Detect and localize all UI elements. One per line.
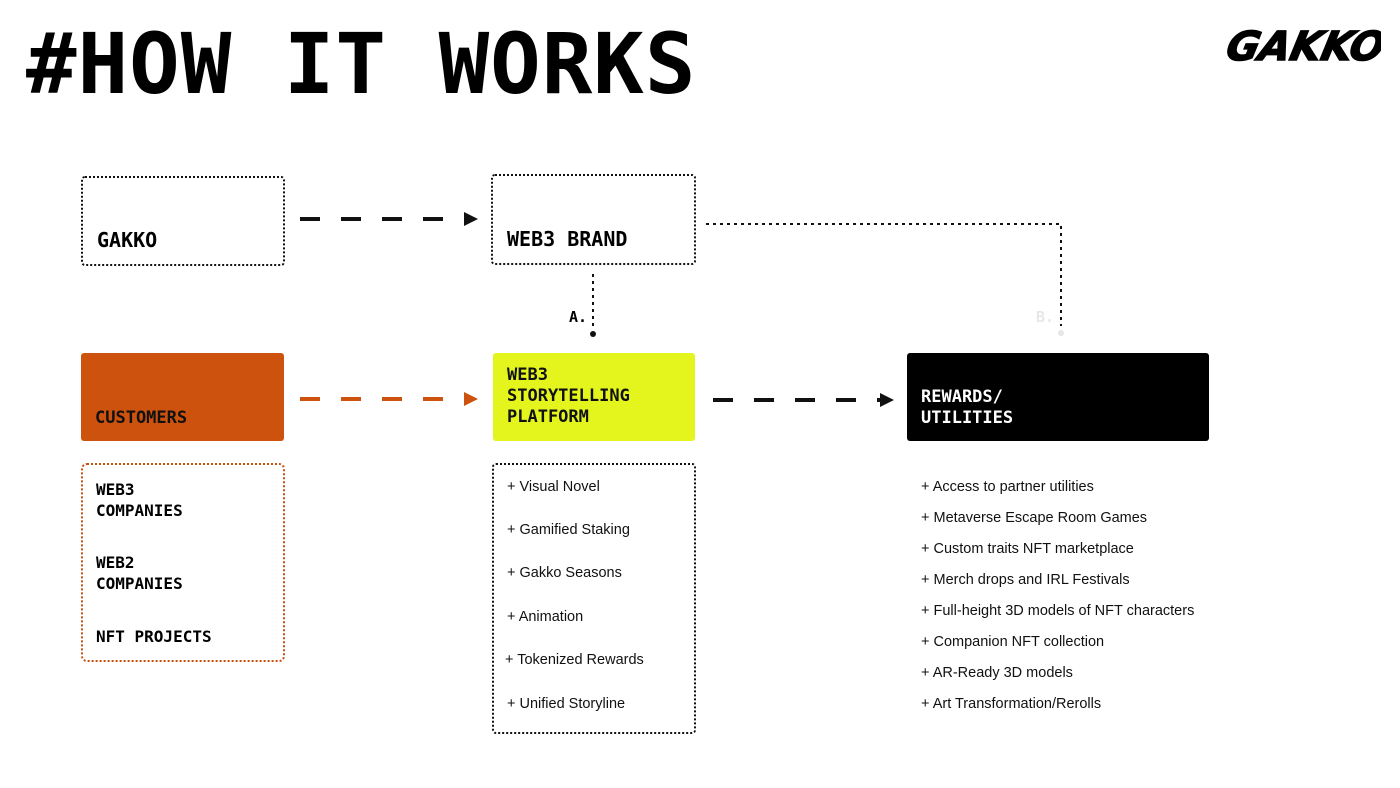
platform-node-label: WEB3 STORYTELLING PLATFORM [507,365,630,427]
platform-node: WEB3 STORYTELLING PLATFORM [493,353,695,441]
rewards-list-item: + Art Transformation/Rerolls [921,696,1102,712]
rewards-list-item: + AR-Ready 3D models [921,665,1073,681]
platform-features-box [492,463,696,734]
customers-node: CUSTOMERS [81,353,284,441]
customers-list-item: NFT PROJECTS [96,627,212,646]
customers-list-item: WEB3 COMPANIES [96,480,183,520]
step-label-b: B. [1036,308,1055,326]
rewards-list-item: + Companion NFT collection [921,634,1105,650]
arrowhead-gakko-to-brand [464,212,478,226]
rewards-list-item: + Access to partner utilities [921,479,1094,495]
arrowhead-platform-to-rewards [880,393,894,407]
arrowhead-customers-to-platform [464,392,478,406]
platform-feature-item: + Gakko Seasons [507,565,622,581]
customers-node-label: CUSTOMERS [95,408,188,428]
page-title: #HOW IT WORKS [26,15,697,113]
gakko-node-label: GAKKO [97,228,158,252]
platform-feature-item: + Gamified Staking [507,522,630,538]
platform-feature-item: + Animation [507,609,584,625]
rewards-node: REWARDS/ UTILITIES [907,353,1209,441]
rewards-list-item: + Metaverse Escape Room Games [921,510,1148,526]
customers-list-box [81,463,285,662]
gakko-logo: GAKKO [1225,22,1381,71]
web3-brand-node-label: WEB3 BRAND [507,227,628,251]
logo-text: GAKKO [1225,22,1381,69]
path-brand-to-rewards [706,223,1062,326]
web3-brand-node: WEB3 BRAND [491,174,696,265]
platform-feature-item: + Visual Novel [507,479,600,495]
step-label-a: A. [569,308,588,326]
dot-brand-to-rewards [1058,330,1064,336]
gakko-node: GAKKO [81,176,285,266]
platform-feature-item: + Tokenized Rewards [505,652,644,668]
dot-brand-to-platform [590,331,596,337]
rewards-list-item: + Full-height 3D models of NFT character… [921,603,1195,619]
customers-list-item: WEB2 COMPANIES [96,553,183,593]
rewards-list-item: + Merch drops and IRL Festivals [921,572,1130,588]
platform-feature-item: + Unified Storyline [507,696,626,712]
rewards-node-label: REWARDS/ UTILITIES [921,387,1014,428]
rewards-list-item: + Custom traits NFT marketplace [921,541,1134,557]
